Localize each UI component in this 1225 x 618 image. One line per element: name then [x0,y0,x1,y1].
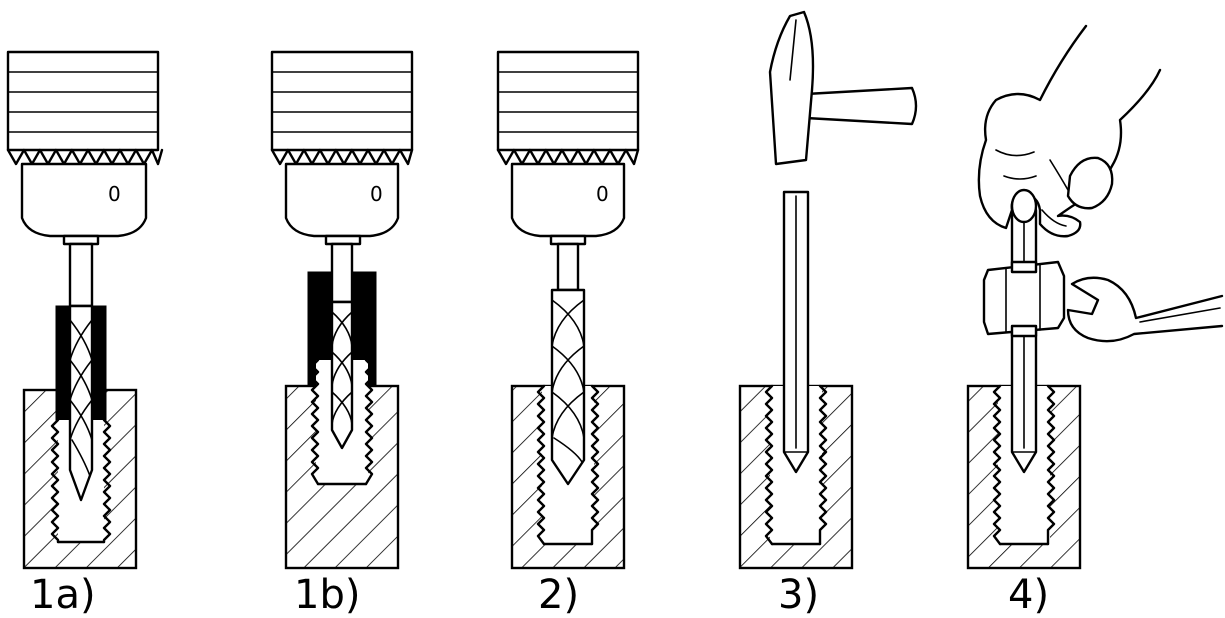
step-caption-1a: 1a) [30,572,96,618]
step-4: 4) [966,24,1224,618]
step-2: 0 2) [496,50,640,618]
guide-sleeve [55,305,107,391]
step-caption-2: 2) [538,572,579,618]
tap-extractor-rod [1010,208,1038,474]
step-1a: 0 1a) [6,50,164,618]
step-caption-4: 4) [1008,572,1049,618]
drill-bit [550,242,586,486]
drill-chuck: 0 [270,50,414,246]
tap-extractor [68,242,94,308]
step-caption-1b: 1b) [294,572,360,618]
chuck-dial-zero: 0 [596,182,609,206]
hammer [768,10,918,166]
drill-bit [330,300,354,450]
drill-chuck: 0 [496,50,640,246]
wrench [1066,276,1224,343]
hand [977,24,1162,238]
step-caption-3: 3) [778,572,819,618]
broken-tap-fragment [68,304,94,502]
step-1b: 0 1b) [270,50,414,618]
drill-chuck: 0 [6,50,164,246]
hex-nut [982,260,1066,338]
step-3: 3) [738,10,918,618]
tap-extractor-punch [782,190,810,474]
chuck-dial-zero: 0 [370,182,383,206]
chuck-dial-zero: 0 [108,182,121,206]
